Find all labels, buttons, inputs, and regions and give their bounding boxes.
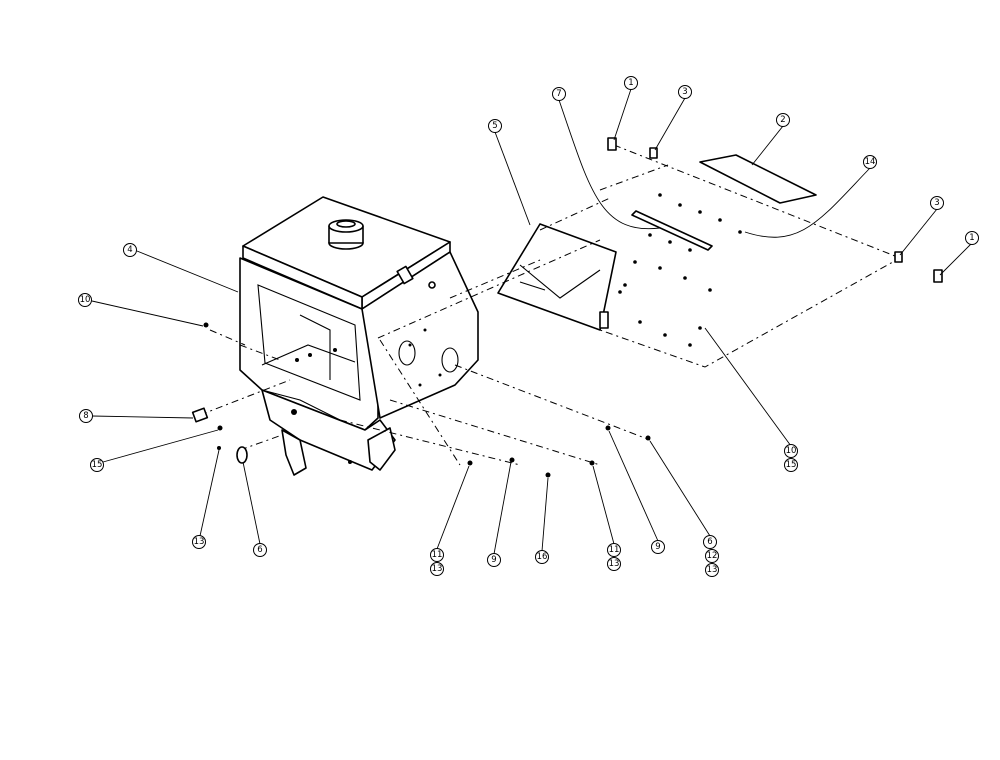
callout-9-a: 9 [487, 553, 501, 567]
tank-body [239, 196, 479, 476]
callout-13-left: 13 [192, 535, 206, 549]
callout-6-right: 6 [703, 535, 717, 549]
callout-13-b: 13 [607, 557, 621, 571]
callout-10-right: 10 [784, 444, 798, 458]
svg-text:13: 13 [194, 537, 205, 547]
leader-lines [91, 88, 973, 555]
frame-outline [599, 144, 902, 368]
mounting-plate [497, 223, 617, 331]
svg-text:12: 12 [707, 551, 718, 561]
callout-2: 2 [776, 113, 790, 127]
callout-11-a: 11 [430, 548, 444, 562]
callout-6-left: 6 [253, 543, 267, 557]
svg-text:3: 3 [934, 198, 939, 208]
svg-text:13: 13 [707, 565, 718, 575]
callout-3-top: 3 [678, 85, 692, 99]
svg-text:9: 9 [491, 555, 496, 565]
svg-text:3: 3 [682, 87, 687, 97]
svg-text:7: 7 [556, 89, 561, 99]
svg-text:11: 11 [432, 550, 443, 560]
callout-15-right: 15 [784, 458, 798, 472]
callout-15-left: 15 [90, 458, 104, 472]
rail-bar [631, 210, 713, 251]
frame-bolts [607, 137, 943, 347]
svg-text:2: 2 [780, 115, 785, 125]
svg-text:15: 15 [92, 460, 103, 470]
callout-11-b: 11 [607, 543, 621, 557]
svg-text:13: 13 [609, 559, 620, 569]
svg-text:16: 16 [537, 552, 548, 562]
svg-text:9: 9 [655, 542, 660, 552]
svg-text:6: 6 [257, 545, 262, 555]
callout-16: 16 [535, 550, 549, 564]
callout-4: 4 [123, 243, 137, 257]
svg-text:15: 15 [786, 460, 797, 470]
callout-1-right: 1 [965, 231, 979, 245]
svg-text:10: 10 [786, 446, 797, 456]
callout-14: 14 [863, 155, 877, 169]
svg-text:13: 13 [432, 564, 443, 574]
callout-13-c: 13 [705, 563, 719, 577]
callout-10-left: 10 [78, 293, 92, 307]
svg-text:1: 1 [969, 233, 974, 243]
cover-strip [699, 154, 817, 204]
callout-13-a: 13 [430, 562, 444, 576]
callout-1-top: 1 [624, 76, 638, 90]
callout-12: 12 [705, 549, 719, 563]
callout-9-b: 9 [651, 540, 665, 554]
svg-text:4: 4 [127, 245, 132, 255]
svg-text:10: 10 [80, 295, 91, 305]
svg-text:5: 5 [492, 121, 497, 131]
callout-8: 8 [79, 409, 93, 423]
svg-text:14: 14 [865, 157, 876, 167]
loose-hardware [191, 322, 651, 478]
svg-text:8: 8 [83, 411, 88, 421]
svg-text:1: 1 [628, 78, 633, 88]
svg-text:6: 6 [707, 537, 712, 547]
callout-7: 7 [552, 87, 566, 101]
callout-5: 5 [488, 119, 502, 133]
svg-text:11: 11 [609, 545, 620, 555]
callout-3-right: 3 [930, 196, 944, 210]
assembly-lines [199, 239, 651, 466]
